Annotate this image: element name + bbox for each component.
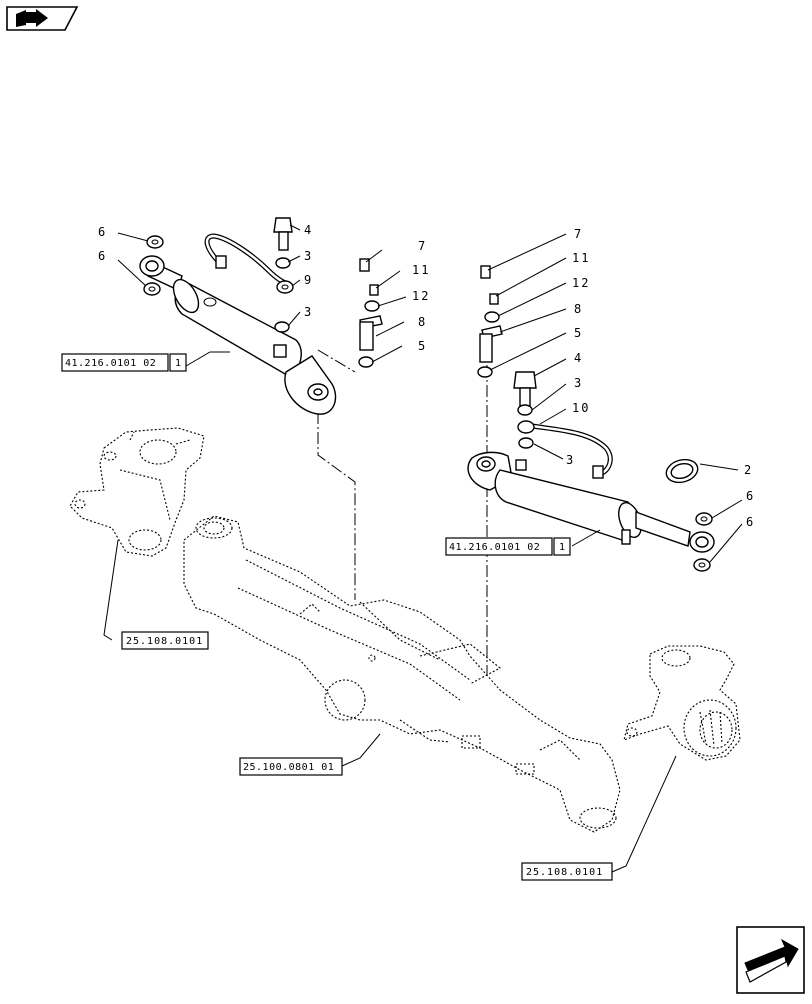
ref-left-cylinder-label: 41.216.0101 02 bbox=[65, 358, 156, 369]
ref-right-cylinder-qty: 1 bbox=[559, 542, 565, 553]
ref-left-knuckle-label: 25.108.0101 bbox=[126, 636, 203, 647]
ref-right-cylinder[interactable]: 41.216.0101 02 1 bbox=[445, 537, 571, 556]
left-washer-6b bbox=[143, 282, 161, 296]
callout-right-5: 5 bbox=[574, 326, 581, 340]
callout-right-11: 11 bbox=[572, 251, 590, 265]
leader-lines bbox=[103, 224, 743, 873]
left-steering-knuckle bbox=[69, 427, 205, 557]
ref-left-knuckle[interactable]: 25.108.0101 bbox=[121, 631, 209, 650]
callout-right-7: 7 bbox=[574, 227, 581, 241]
callout-mid-12: 12 bbox=[412, 289, 430, 303]
book-arrow-icon[interactable] bbox=[6, 6, 79, 31]
callout-mid-5: 5 bbox=[418, 339, 425, 353]
callout-left-3b: 3 bbox=[304, 305, 311, 319]
left-washer-6a bbox=[146, 235, 164, 249]
callout-right-6b: 6 bbox=[746, 515, 753, 529]
ref-axle[interactable]: 25.100.0801 01 bbox=[239, 757, 343, 776]
ref-left-cylinder-qty: 1 bbox=[175, 358, 181, 369]
right-steering-knuckle bbox=[623, 645, 741, 761]
mid-fitting-group bbox=[358, 258, 383, 368]
next-page-arrow-icon[interactable] bbox=[736, 926, 805, 994]
callout-right-8: 8 bbox=[574, 302, 581, 316]
callout-mid-8: 8 bbox=[418, 315, 425, 329]
callout-right-10: 10 bbox=[572, 401, 590, 415]
right-steering-cylinder bbox=[467, 451, 715, 553]
right-fitting-group bbox=[477, 265, 503, 378]
left-bolt-4 bbox=[273, 217, 293, 251]
callout-right-3a: 3 bbox=[574, 376, 581, 390]
callout-left-3a: 3 bbox=[304, 249, 311, 263]
hose-clamp-2 bbox=[665, 458, 699, 484]
callout-left-9: 9 bbox=[304, 273, 311, 287]
callout-right-12: 12 bbox=[572, 276, 590, 290]
ref-right-knuckle[interactable]: 25.108.0101 bbox=[521, 862, 613, 881]
centerline-left-cylinder bbox=[317, 349, 356, 600]
callout-right-6a: 6 bbox=[746, 489, 753, 503]
callout-mid-7: 7 bbox=[418, 239, 425, 253]
callout-numbers: 6 6 4 3 9 3 7 11 12 8 5 7 11 12 8 5 4 3 … bbox=[98, 223, 753, 529]
callout-left-4: 4 bbox=[304, 223, 311, 237]
ref-axle-label: 25.100.0801 01 bbox=[243, 762, 334, 773]
right-bolt-4 bbox=[513, 371, 537, 407]
callout-left-6a: 6 bbox=[98, 225, 105, 239]
ref-left-cylinder[interactable]: 41.216.0101 02 1 bbox=[61, 353, 187, 372]
reference-boxes: 41.216.0101 02 1 41.216.0101 02 1 25.108… bbox=[61, 353, 613, 881]
ref-right-cylinder-label: 41.216.0101 02 bbox=[449, 542, 540, 553]
callout-right-2: 2 bbox=[744, 463, 751, 477]
ref-right-knuckle-label: 25.108.0101 bbox=[526, 867, 603, 878]
callout-mid-11: 11 bbox=[412, 263, 430, 277]
callout-right-3b: 3 bbox=[566, 453, 573, 467]
front-axle-housing bbox=[183, 515, 621, 833]
callout-right-4: 4 bbox=[574, 351, 581, 365]
callout-left-6b: 6 bbox=[98, 249, 105, 263]
left-steering-cylinder bbox=[139, 255, 337, 415]
